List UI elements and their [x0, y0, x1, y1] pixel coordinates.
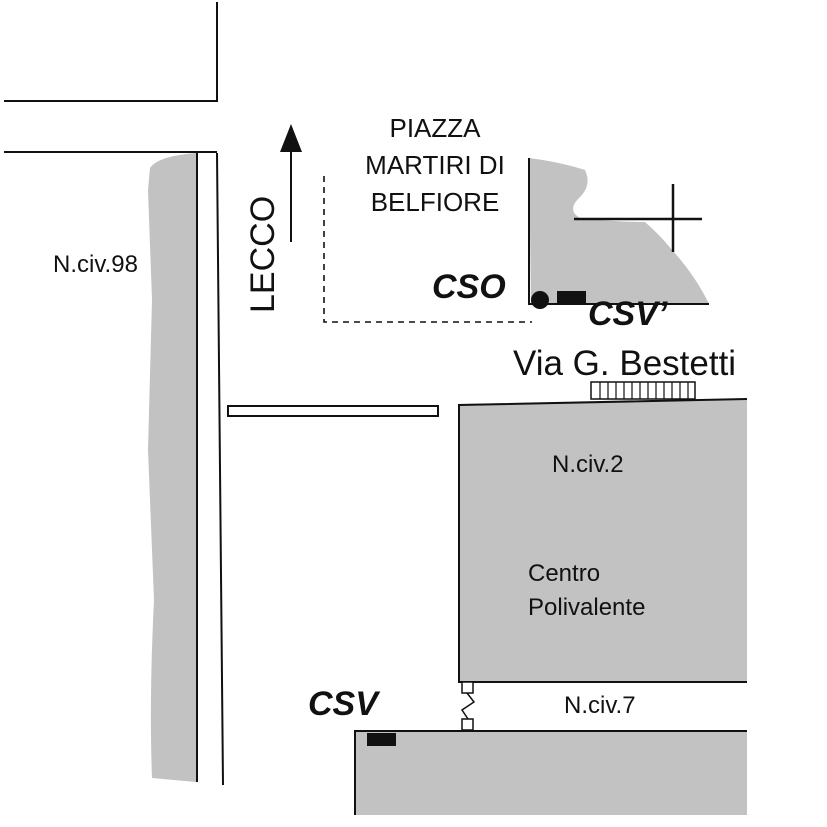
building-centro-outline: [458, 398, 748, 683]
building-bottom-outline: [354, 730, 747, 815]
cso-marker: [531, 291, 549, 309]
passage-connector: [460, 681, 476, 731]
label-piazza: PIAZZA MARTIRI DI BELFIORE: [365, 113, 505, 217]
building-civ98: [148, 153, 196, 782]
csv-prime-marker: [557, 291, 586, 305]
label-civ2: N.civ.2: [552, 451, 624, 478]
crosswalk-hatch: [590, 381, 696, 400]
piazza-dashed-outline: [323, 176, 532, 323]
building-centro-polivalente: [459, 399, 747, 682]
label-cso: CSO: [432, 268, 506, 306]
label-centro-polivalente: Centro Polivalente: [528, 560, 646, 621]
label-civ98: N.civ.98: [53, 251, 138, 278]
label-csv: CSV: [308, 685, 378, 723]
building-piazza: [529, 158, 709, 304]
north-arrow-icon: [280, 124, 302, 242]
label-csv-prime: CSV’: [588, 295, 668, 333]
label-street: Via G. Bestetti: [513, 344, 737, 383]
piazza-building-edge: [528, 158, 709, 305]
label-civ7: N.civ.7: [564, 692, 636, 719]
road-line-right: [216, 152, 224, 786]
street-corner-outline: [4, 2, 218, 102]
building-bottom: [355, 731, 747, 815]
label-direction-lecco: LECCO: [244, 195, 282, 313]
side-street-bar: [227, 405, 439, 417]
csv-marker: [367, 733, 396, 746]
